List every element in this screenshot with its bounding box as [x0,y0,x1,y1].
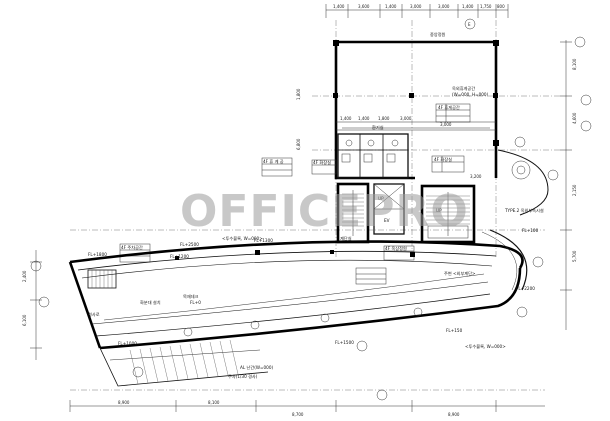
side-dim-3: 8,100 [572,58,577,70]
building-core: 환기실 4F 화장실 계단실 EV U [311,124,476,261]
core-top-label: 환기실 [372,124,384,131]
int-dim-6: 3,200 [470,174,482,179]
bottom-dim-1: 8,900 [118,400,130,405]
east-tower-label: 옥외휴게공간 [452,85,475,92]
table-mid-header: 4F 화장실 [434,156,452,163]
rail-note: AL 난간(W=000) [240,364,274,370]
left-dimension-chain: 2,400 6,100 [22,250,50,360]
fl-note-4: FL+2500 [180,242,199,247]
table-south-header: 4F 주차공간 [121,244,143,251]
table-core-header: 4F 휴게공간 [438,104,460,111]
fl-note-2: FL+1000 [118,341,137,346]
fl-note-3: FL+1500 [335,340,354,345]
int-dim-2: 1,400 [358,116,370,121]
elevator-label: EV [384,218,390,223]
int-dim-1: 1,400 [340,116,352,121]
top-dim-7: 1,750 [480,4,492,9]
rail-note-2: 주차(1/30 경사) [228,373,258,380]
top-dim-5: 3,000 [438,4,450,9]
bottom-dim-4: 8,900 [448,412,460,417]
side-dim-5: 2,150 [572,184,577,196]
top-dim-2: 3,600 [358,4,370,9]
ramp-top-note: <투수블록, W=000> [222,235,263,242]
bottom-dim-2: 8,100 [208,400,220,405]
west-wing-deck: 목재데크 FL+0 화분대 설치 경사로 AL 난간(W=000) 주차(1/3… [68,228,539,387]
stair-left-label: 계단실 [340,235,352,242]
table-west-header: 4F 휴 게 공 [263,158,284,165]
north-room-label: 중앙정원 [430,31,446,37]
table-west: 4F 휴 게 공 [261,157,293,177]
bottom-note: <투수블록, W=000> [465,343,506,350]
watermark-text: OFFICEPRO [180,186,469,237]
int-dim-3: 1,800 [378,116,390,121]
int-dim-4: 3,000 [400,116,412,121]
top-dimension-chain: 1,400 3,600 1,400 3,000 3,000 1,400 1,75… [325,4,509,30]
bottom-dimension-chain: 8,900 8,100 8,700 8,900 [69,256,545,417]
right-dimension-chain: 8,100 4,600 2,150 5,700 [560,36,592,330]
fl-right-label: FL+2200 [516,286,535,291]
deck-label: 목재데크 [183,293,199,300]
fl-note-6: FL+1200 [170,254,189,259]
table-small: 4F 화장실 [311,159,337,175]
table-center [355,267,387,285]
table-small-header: 4F 화장실 [313,159,331,166]
side-dim-4: 4,600 [572,112,577,124]
north-building: 중앙정원 옥외휴게공간 (W=000, H=000) 4F 휴게공간 4F 화장… [333,31,499,180]
top-dim-6: 1,400 [462,4,474,9]
top-dim-4: 3,000 [410,4,422,9]
table-core: 4F 휴게공간 [435,103,471,123]
side-dim-2: 6,100 [22,314,27,326]
side-dim-1: 2,400 [22,270,27,282]
fl-note-1: FL+1300 [254,238,273,243]
tower-note: TYPE.2 옥외부속시설 [504,207,544,214]
side-dim-6: 5,700 [572,250,577,262]
interior-dimensions: 1,400 1,400 1,800 3,000 3,000 3,200 6,80… [296,88,496,179]
east-note: 주변 <외부계단> [444,270,476,277]
up-right-label: UP [436,208,442,213]
fl-note-5: FL+150 [446,328,463,333]
top-dim-8: 800 [497,4,505,9]
ramp-note: 경사로 [88,311,100,318]
int-dim-7: 6,800 [296,138,301,150]
up-left-label: UP [378,196,384,201]
east-tower-planter: TYPE.2 옥외부속시설 [497,136,559,216]
fl-left-label: FL+1800 [88,252,107,257]
table-mid: 4F 화장실 [431,155,465,173]
top-dim-1: 1,400 [333,4,345,9]
grid-bubble-top: E [468,22,471,27]
table-tower: 4F 옥상정원 [383,245,415,261]
side-note: FL+100 [522,228,539,233]
east-tower-note: (W=000, H=000) [452,92,489,97]
planter-left-label: 화분대 설치 [140,299,161,306]
bottom-dim-3: 8,700 [292,412,304,417]
top-dim-3: 1,400 [385,4,397,9]
int-dim-5: 3,000 [440,122,452,127]
elevator-block: EV UP [373,183,405,235]
deck-sub-label: FL+0 [190,300,201,305]
int-dim-8: 1,800 [296,88,301,100]
table-tower-header: 4F 옥상정원 [385,245,407,252]
